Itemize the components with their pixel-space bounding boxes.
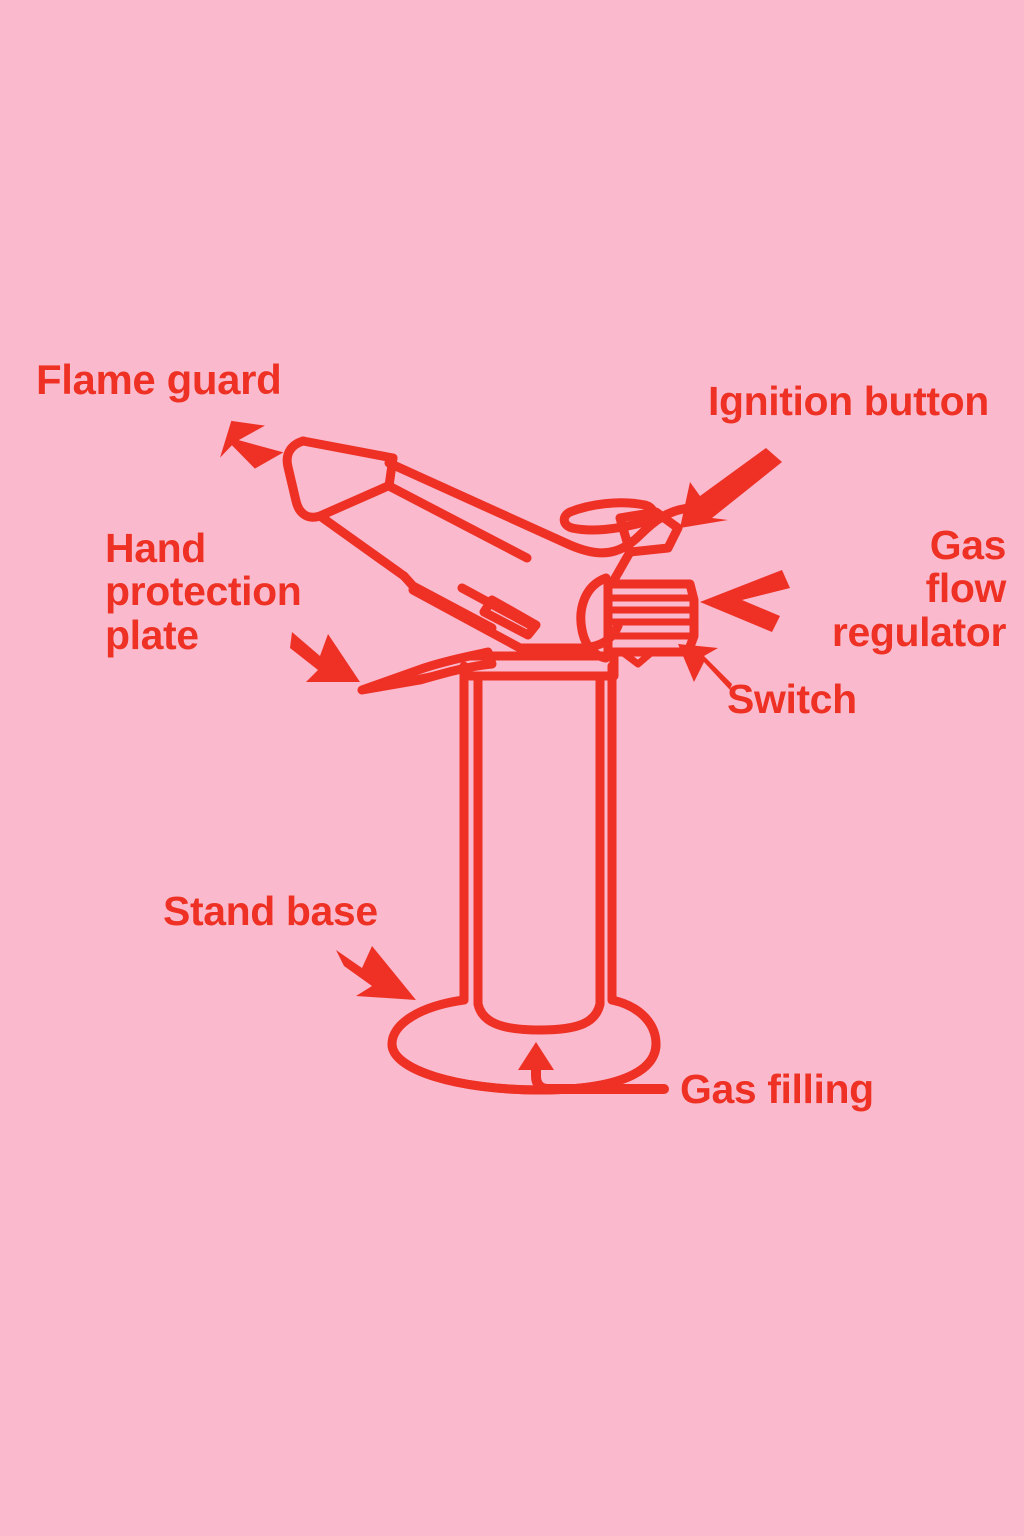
label-hand-protection-plate: Hand protection plate [105,525,302,658]
arrow-gas-regulator [700,570,790,632]
ignition-button [559,498,658,535]
housing-under-shell [408,585,623,653]
regulator-knob-outline [603,579,699,657]
housing-top-shell [384,458,720,558]
hand-protection-plate-edge [358,672,434,694]
housing-vent-slot-2 [479,595,541,640]
label-ignition-button: Ignition button [708,378,989,424]
label-switch: Switch [727,676,857,722]
label-gas-flow-regulator: Gas flow regulator [831,522,1006,655]
label-flame-guard: Flame guard [36,356,282,403]
arrow-ignition-button [680,448,782,528]
tank-bottom-curve [473,999,605,1035]
label-stand-base: Stand base [163,888,378,934]
leader-gas-filling [531,1051,669,1094]
label-gas-filling: Gas filling [680,1066,874,1112]
arrow-flame-guard [220,420,284,469]
arrowhead-gas-filling [518,1042,554,1070]
flame-guard-barrel-top [298,436,398,463]
igniter-head-neck [609,547,635,585]
flame-guard-shroud [282,436,393,522]
regulator-knob-base-notch [618,648,656,668]
arrow-stand-base [336,946,416,1000]
igniter-head-cap [615,507,683,557]
arrow-hand-plate [290,632,360,682]
arrow-switch [678,644,732,690]
flame-guard-barrel-bottom [315,511,409,581]
